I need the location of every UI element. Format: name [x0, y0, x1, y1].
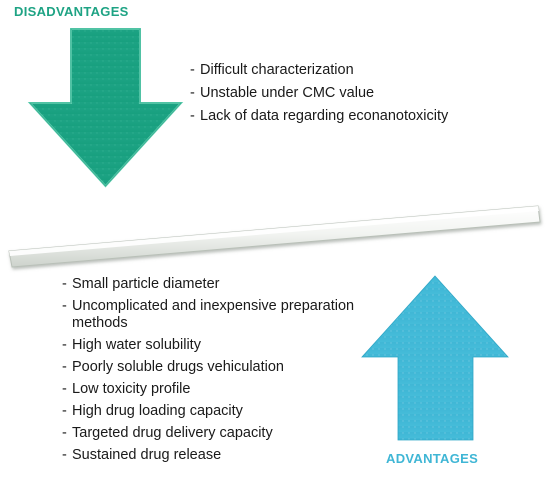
list-item: -Low toxicity profile — [62, 381, 191, 397]
up-arrow-icon — [361, 275, 509, 441]
list-item: -Targeted drug delivery capacity — [62, 425, 273, 441]
list-item: -High drug loading capacity — [62, 403, 243, 419]
list-item: -Poorly soluble drugs vehiculation — [62, 359, 284, 375]
list-item: -Difficult characterization — [190, 62, 354, 78]
advantages-list: -Small particle diameter -Uncomplicated … — [62, 276, 362, 469]
list-item: -High water solubility — [62, 337, 201, 353]
disadvantages-heading: DISADVANTAGES — [14, 4, 129, 19]
advantages-heading: ADVANTAGES — [386, 451, 479, 466]
balance-bar — [8, 205, 541, 268]
list-item: -Uncomplicated and inexpensive preparati… — [62, 298, 355, 331]
list-item: -Lack of data regarding econanotoxicity — [190, 108, 449, 124]
list-item: -Small particle diameter — [62, 276, 220, 292]
list-item: -Unstable under CMC value — [190, 85, 375, 101]
list-item: -Sustained drug release — [62, 447, 222, 463]
disadvantages-list: -Difficult characterization -Unstable un… — [190, 62, 530, 131]
down-arrow-icon — [27, 28, 184, 188]
